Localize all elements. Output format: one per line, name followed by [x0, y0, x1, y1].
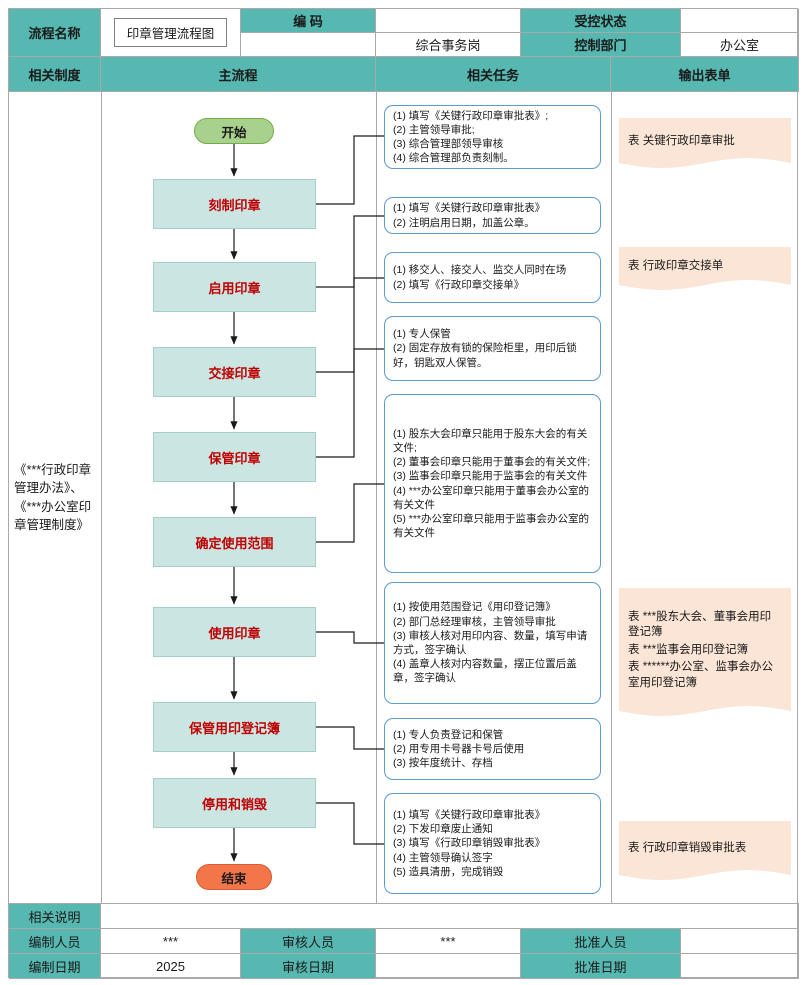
- flow-step-keep-seal: 保管印章: [153, 432, 316, 482]
- controlled-status-value-cell: [681, 9, 799, 33]
- prepared-by-label: 编制人员: [9, 929, 101, 954]
- approval-date-label: 批准日期: [521, 954, 681, 979]
- approval-date-value: [681, 954, 799, 979]
- output-form-approval: 表 关键行政印章审批: [619, 118, 791, 168]
- column-divider: [376, 92, 377, 903]
- control-dept-value: 办公室: [681, 33, 799, 57]
- flow-step-use-seal: 使用印章: [153, 607, 316, 657]
- approved-by-value: [681, 929, 799, 954]
- task-box-keep: (1) 专人保管(2) 固定存放有锁的保险柜里，用印后锁好，钥匙双人保管。: [384, 316, 601, 381]
- flow-step-enable-seal: 启用印章: [153, 262, 316, 312]
- task-box-register: (1) 专人负责登记和保管(2) 用专用卡号器卡号后使用(3) 按年度统计、存档: [384, 718, 601, 780]
- flow-step-disable-destroy: 停用和销毁: [153, 778, 316, 828]
- related-system-text: 《***行政印章管理办法》、《***办公室印章管理制度》: [14, 463, 92, 532]
- reviewed-by-value: ***: [376, 929, 521, 954]
- flow-step-usage-scope: 确定使用范围: [153, 517, 316, 567]
- reviewed-by-label: 审核人员: [241, 929, 376, 954]
- flow-step-handover-seal: 交接印章: [153, 347, 316, 397]
- notes-label: 相关说明: [9, 904, 101, 929]
- general-affairs-post-cell: 综合事务岗: [376, 33, 521, 57]
- task-box-use: (1) 按使用范围登记《用印登记簿》(2) 部门总经理审核，主管领导审批(3) …: [384, 582, 601, 704]
- flow-start-node: 开始: [194, 118, 274, 144]
- output-form-destroy-approval: 表 行政印章销毁审批表: [619, 821, 791, 880]
- review-date-label: 审核日期: [241, 954, 376, 979]
- notes-cell: [101, 904, 799, 929]
- review-date-value: [376, 954, 521, 979]
- output-form-registers: 表 ***股东大会、董事会用印登记簿表 ***监事会用印登记簿表 ******办…: [619, 588, 791, 716]
- task-box-destroy: (1) 填写《关键行政印章审批表》(2) 下发印章废止通知(3) 填写《行政印章…: [384, 793, 601, 894]
- col-header-related-system: 相关制度: [9, 57, 101, 92]
- task-box-handover: (1) 移交人、接交人、监交人同时在场(2) 填写《行政印章交接单》: [384, 252, 601, 303]
- prepared-date-label: 编制日期: [9, 954, 101, 979]
- code-label: 编 码: [241, 9, 376, 33]
- col-header-output-forms: 输出表单: [611, 57, 799, 92]
- prepared-by-value: ***: [101, 929, 241, 954]
- process-name-cell: 印章管理流程图: [101, 9, 241, 57]
- prepared-date-value: 2025: [101, 954, 241, 979]
- column-divider: [101, 92, 102, 903]
- col-header-main-process: 主流程: [101, 57, 376, 92]
- control-dept-label: 控制部门: [521, 33, 681, 57]
- task-box-enable: (1) 填写《关键行政印章审批表》(2) 注明启用日期，加盖公章。: [384, 197, 601, 234]
- controlled-status-label: 受控状态: [521, 9, 681, 33]
- flow-end-node: 结束: [196, 864, 272, 890]
- column-divider: [611, 92, 612, 903]
- task-box-engrave: (1) 填写《关键行政印章审批表》;(2) 主管领导审批;(3) 综合管理部领导…: [384, 105, 601, 169]
- approved-by-label: 批准人员: [521, 929, 681, 954]
- task-box-scope: (1) 股东大会印章只能用于股东大会的有关文件;(2) 董事会印章只能用于董事会…: [384, 394, 601, 573]
- output-form-handover-sheet: 表 行政印章交接单: [619, 247, 791, 290]
- flowchart-body: 《***行政印章管理办法》、《***办公室印章管理制度》: [9, 92, 799, 904]
- flow-step-keep-register: 保管用印登记簿: [153, 702, 316, 752]
- code-value-cell: [376, 9, 521, 33]
- code-row-empty-cell: [241, 33, 376, 57]
- flow-step-engrave-seal: 刻制印章: [153, 179, 316, 229]
- flowchart-sheet: 流程名称 印章管理流程图 编 码 受控状态 综合事务岗 控制部门 办公室 相关制…: [8, 8, 799, 979]
- process-name-label: 流程名称: [9, 9, 101, 57]
- process-name-value: 印章管理流程图: [113, 18, 228, 47]
- col-header-related-tasks: 相关任务: [376, 57, 611, 92]
